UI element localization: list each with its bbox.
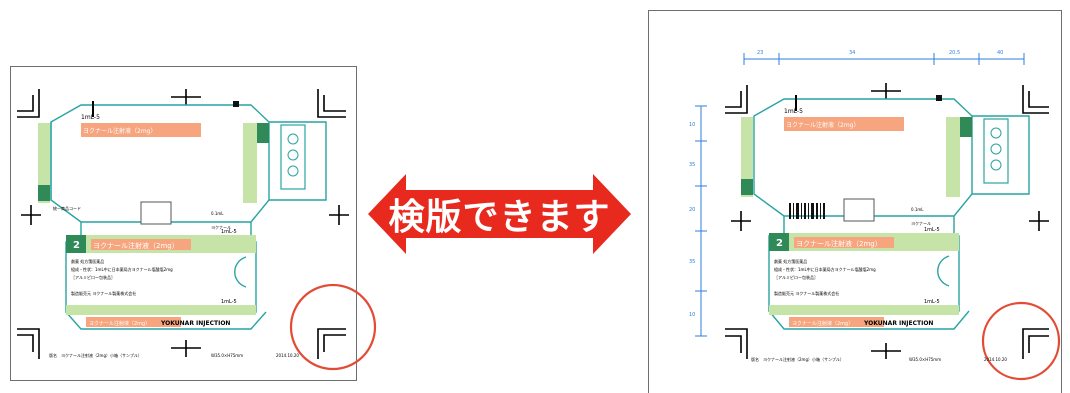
product-label: ヨクナール注射液（2mg）: [786, 121, 859, 129]
tab-hole-3: [287, 165, 299, 177]
product-label-2: ヨクナール注射液（2mg）: [796, 239, 882, 248]
small-volume: 0.1mL: [911, 207, 924, 212]
bottom-band: [66, 305, 256, 315]
bottom-band: [769, 305, 959, 315]
corner-badge: [257, 123, 269, 143]
footer-size: W35.0×H75mm: [909, 357, 941, 362]
number-badge: [66, 235, 86, 253]
volume-label: 1mL-5: [784, 108, 803, 115]
number-label: 2: [73, 240, 80, 251]
highlight-circle: [981, 301, 1061, 381]
tab-hole-2: [990, 143, 1002, 155]
banner-text: 検版できます: [388, 197, 611, 238]
check-plate-banner: 検版できます: [368, 174, 631, 254]
maker-line: 製造販売元 ヨクナール製薬株式会社: [71, 290, 136, 296]
product-label-3: ヨクナール注射液（2mg）: [89, 320, 150, 327]
dim-left-4: 35: [689, 259, 695, 265]
volume-label-2: 1mL-5: [221, 229, 237, 235]
footer-date: 2014.10.20: [276, 353, 299, 358]
number-label: 2: [776, 238, 783, 249]
tab-label: ヨクナール: [911, 220, 931, 226]
hanger-tab: [280, 124, 306, 190]
dim-left-5: 10: [689, 312, 695, 318]
hanger-tab: [983, 118, 1009, 184]
right-proof-artwork: 23 34 20.5 40 10 35 20 35 10: [689, 50, 1061, 381]
tab-hole-1: [287, 133, 299, 145]
product-label: ヨクナール注射液（2mg）: [83, 127, 156, 135]
checked-proof-page: 23 34 20.5 40 10 35 20 35 10: [648, 10, 1062, 393]
product-label-2: ヨクナール注射液（2mg）: [93, 241, 179, 250]
crop-marks: [725, 83, 1049, 359]
info-line-3: ［アルミピロー包装品］: [774, 274, 818, 280]
number-badge-small: [741, 179, 753, 195]
registration-square: [233, 101, 239, 107]
maker-line: 製造販売元 ヨクナール製薬株式会社: [774, 290, 839, 296]
tab-hole-3: [990, 159, 1002, 171]
number-badge: [769, 233, 789, 251]
product-label-3: ヨクナール注射液（2mg）: [792, 320, 853, 327]
right-band: [946, 117, 960, 197]
dim-top-1: 23: [757, 50, 763, 56]
footer-text: 版名 ヨクナール注射液（2mg）小箱（サンプル）: [751, 356, 844, 362]
number-badge-small: [38, 185, 50, 201]
corner-badge: [960, 117, 972, 137]
product-name-highlight: [81, 123, 201, 137]
barcode: [789, 203, 825, 219]
dim-top-3: 20.5: [949, 50, 960, 56]
volume-label: 1mL-5: [81, 114, 100, 121]
footer-text: 版名 ヨクナール注射液（2mg）小箱（サンプル）: [49, 352, 142, 358]
crop-marks: [17, 89, 349, 359]
code-label: 統一商品コード: [53, 205, 81, 211]
brand-label: YOKUNAR INJECTION: [863, 320, 933, 327]
product-band-highlight: [794, 237, 894, 248]
original-proof-page: 1mL-5 ヨクナール注射液（2mg） 2 ヨクナール注射液（2mg） 1mL-…: [10, 66, 377, 381]
product-band-highlight: [91, 239, 191, 250]
barcode-window: [843, 198, 875, 222]
tab-hole-2: [287, 149, 299, 161]
info-line-2: 組成・性状：1mL中に日本薬局方ヨクナール塩酸塩2mg: [774, 266, 876, 272]
right-band: [243, 123, 257, 203]
dim-left-1: 10: [689, 122, 695, 128]
product-name-highlight: [784, 117, 904, 131]
volume-label-3: 1mL-5: [221, 299, 237, 305]
registration-square: [936, 95, 942, 101]
volume-label-3: 1mL-5: [924, 299, 940, 305]
info-line-3: ［アルミピロー包装品］: [71, 274, 115, 280]
info-line-2: 組成・性状：1mL中に日本薬局方ヨクナール塩酸塩2mg: [71, 266, 173, 272]
barcode-window: [140, 201, 172, 225]
bottom-highlight: [789, 317, 884, 327]
footer-date: 2014.10.20: [984, 357, 1007, 362]
double-arrow-shape: [368, 174, 631, 254]
dim-top-4: 40: [997, 50, 1003, 56]
volume-label-2: 1mL-5: [924, 227, 940, 233]
tab-label: ヨクナール: [211, 224, 231, 230]
brand-label: YOKUNAR INJECTION: [160, 320, 230, 327]
side-band: [38, 123, 50, 203]
info-line-1: 劇薬 処方箋医薬品: [71, 258, 104, 264]
tab-hole-1: [990, 127, 1002, 139]
dim-left-2: 35: [689, 162, 695, 168]
footer-size: W35.0×H75mm: [211, 353, 243, 358]
side-band: [741, 117, 753, 197]
info-line-1: 劇薬 処方箋医薬品: [774, 258, 807, 264]
left-proof-artwork: 1mL-5 ヨクナール注射液（2mg） 2 ヨクナール注射液（2mg） 1mL-…: [17, 89, 377, 371]
highlight-circle: [289, 283, 377, 371]
dim-top-2: 34: [849, 50, 855, 56]
dimension-lines: [695, 53, 1025, 337]
bottom-highlight: [86, 317, 181, 327]
small-volume: 0.1mL: [211, 211, 224, 216]
dim-left-3: 20: [689, 207, 695, 213]
